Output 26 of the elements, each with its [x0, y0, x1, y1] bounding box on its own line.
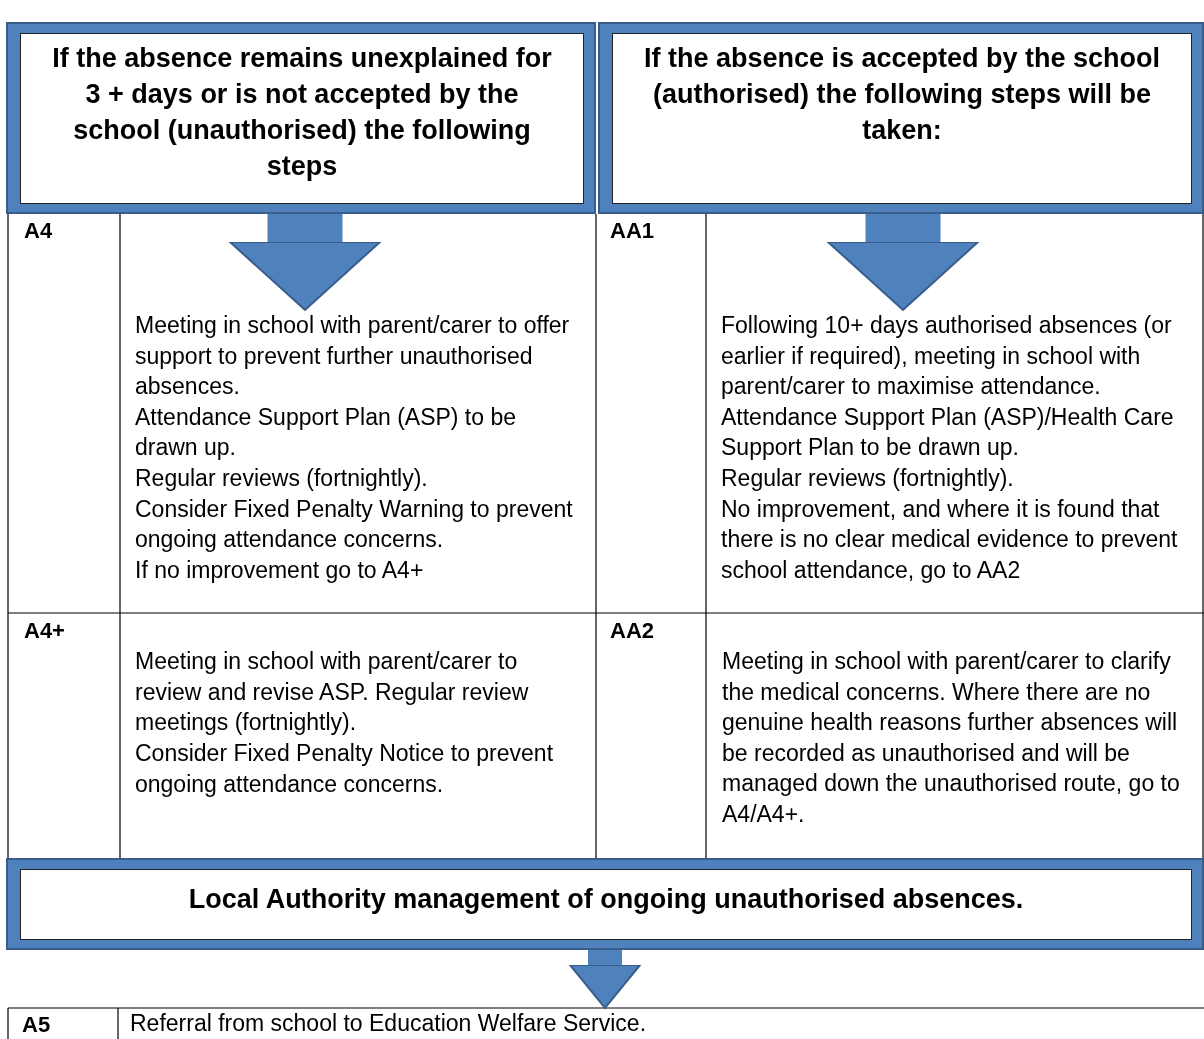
step-code: A4+: [24, 617, 66, 645]
heading-text: If the absence remains unexplained for 3 + days or is not accepted by the school (unauthorised) the following steps: [51, 42, 553, 183]
cell-text: If no improvement go to A4+: [135, 555, 425, 585]
cell-text: Consider Fixed Penalty Notice to prevent ongoing attendance concerns.: [135, 739, 555, 799]
block-arrow: [229, 214, 381, 311]
cell-text: Consider Fixed Penalty Warning to prevent ongoing attendance concerns.: [135, 494, 574, 555]
cell-text: Meeting in school with parent/carer to review and revise ASP. Regular review meetings (fortnightly).: [135, 647, 530, 738]
cell-text: Regular reviews (fortnightly).: [135, 463, 429, 493]
cell-text: Meeting in school with parent/carer to clarify the medical concerns. Where there are no genuine health reasons further absences will be recorded as unauthorised and will be managed down the unauthorised route, go to A4/A4+.: [722, 647, 1180, 829]
cell-text: Following 10+ days authorised absences (or earlier if required), meeting in school with parent/carer to maximise attendance. Attendance Support Plan (ASP)/Health Care Support Plan to be drawn up.: [721, 311, 1175, 463]
heading-text: If the absence is accepted by the school (authorised) the following steps will be taken:: [643, 42, 1161, 147]
step-code: AA2: [610, 617, 655, 645]
banner-box: [6, 858, 1204, 950]
heading-box: [6, 22, 596, 214]
block-arrow: [827, 214, 979, 311]
cell-text: Referral from school to Education Welfare Service.: [130, 1009, 648, 1038]
cell-text: Regular reviews (fortnightly).: [721, 463, 1015, 493]
step-code: A4: [24, 217, 54, 245]
cell-text: Meeting in school with parent/carer to offer support to prevent further unauthorised absences.: [135, 311, 571, 402]
step-code: AA1: [610, 217, 655, 245]
step-code: A5: [22, 1011, 52, 1039]
heading-text: Local Authority management of ongoing unauthorised absences.: [187, 883, 1025, 916]
cell-text: Attendance Support Plan (ASP) to be drawn up.: [135, 402, 518, 463]
block-arrow: [569, 950, 641, 1009]
heading-box: [598, 22, 1204, 214]
cell-text: No improvement, and where it is found that there is no clear medical evidence to prevent school attendance, go to AA2: [721, 494, 1179, 585]
